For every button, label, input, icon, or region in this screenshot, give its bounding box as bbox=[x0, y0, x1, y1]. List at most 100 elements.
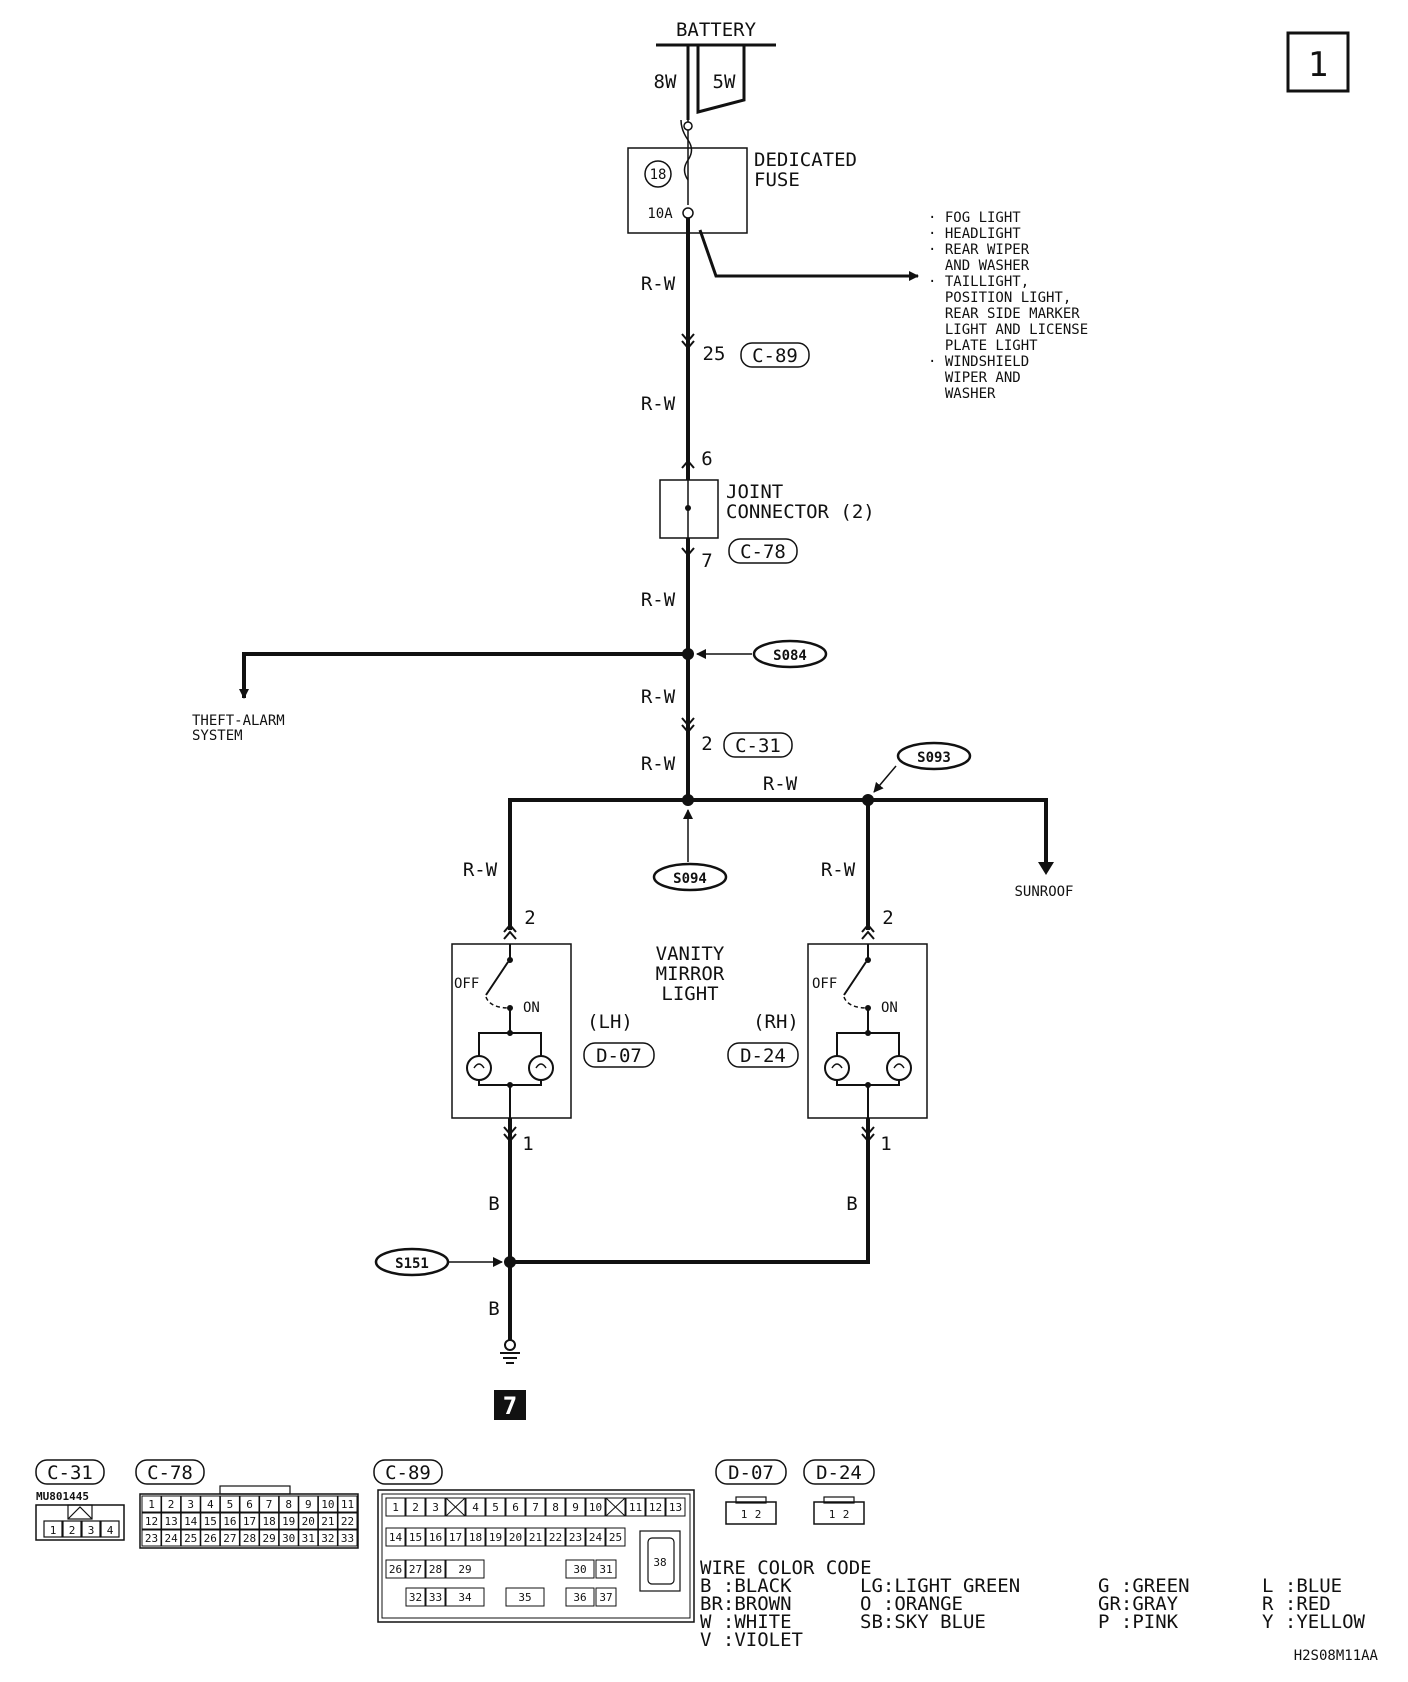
wire-rw-3: R-W bbox=[641, 589, 676, 611]
c31-tag: C-31 bbox=[723, 732, 793, 758]
c78-pin-label: 9 bbox=[305, 1498, 312, 1511]
wire-color-entry: G :GREEN bbox=[1098, 1575, 1190, 1597]
c89-tag: C-89 bbox=[740, 342, 810, 368]
c89-cell bbox=[465, 1497, 486, 1517]
wire-color-entry: R :RED bbox=[1262, 1593, 1331, 1615]
c78-pin-label: 17 bbox=[243, 1515, 256, 1528]
c89-cell bbox=[505, 1587, 545, 1607]
c89-cell bbox=[585, 1527, 606, 1547]
fuse-branch-item: · REAR WIPER bbox=[928, 242, 1030, 258]
c89-pin-label: 25 bbox=[609, 1531, 622, 1544]
fuse-branch-item: AND WASHER bbox=[928, 258, 1030, 274]
splice-s084-label: S084 bbox=[773, 648, 807, 664]
c89-cell bbox=[545, 1527, 566, 1547]
c78-cell bbox=[337, 1512, 358, 1530]
c78-pin-label: 25 bbox=[184, 1532, 197, 1545]
c78-pin-label: 2 bbox=[168, 1498, 175, 1511]
c89-cell bbox=[645, 1497, 666, 1517]
rh-switch-off: OFF bbox=[812, 976, 837, 992]
c31-pin-label: 4 bbox=[107, 1524, 114, 1537]
c78-tag-label: C-78 bbox=[740, 541, 786, 563]
theft-branch bbox=[239, 648, 752, 699]
c78-pin-label: 20 bbox=[302, 1515, 315, 1528]
c89-cell bbox=[585, 1497, 606, 1517]
c89-pin-label: 15 bbox=[409, 1531, 422, 1544]
vanity-rh-label: (RH) bbox=[753, 1011, 799, 1033]
c78-pin-label: 1 bbox=[148, 1498, 155, 1511]
c78-cell bbox=[278, 1529, 299, 1547]
wire-color-entry: L :BLUE bbox=[1262, 1575, 1342, 1597]
fuse-number: 18 bbox=[650, 167, 667, 183]
c89-pin-label: 19 bbox=[489, 1531, 502, 1544]
fuse-branch-item: PLATE LIGHT bbox=[928, 338, 1038, 354]
c31-part-number: MU801445 bbox=[36, 1490, 89, 1503]
c89-cell bbox=[565, 1559, 595, 1579]
battery: BATTERY 8W 5W bbox=[654, 19, 776, 120]
c89-cell bbox=[565, 1497, 586, 1517]
lh-pin-bottom: 1 bbox=[522, 1133, 533, 1155]
ground-symbol: 7 bbox=[494, 1339, 526, 1420]
c89-pin-label: 9 bbox=[572, 1501, 579, 1514]
connector-d24-view: D-24 1 2 bbox=[803, 1459, 875, 1525]
d07-tag-label: D-07 bbox=[596, 1045, 642, 1067]
c78-pin-label: 11 bbox=[341, 1498, 354, 1511]
ground-wires bbox=[508, 1118, 870, 1340]
c78-pin-label: 27 bbox=[223, 1532, 236, 1545]
page-number: 1 bbox=[1308, 45, 1328, 85]
c89-pin-label: 12 bbox=[649, 1501, 662, 1514]
battery-label: BATTERY bbox=[676, 19, 757, 41]
c89-cell bbox=[505, 1497, 526, 1517]
c78-cell bbox=[219, 1495, 240, 1513]
c78-cell bbox=[200, 1529, 221, 1547]
wire-b-ground: B bbox=[488, 1298, 499, 1320]
wire-rw-6: R-W bbox=[763, 773, 798, 795]
d24-pin-1: 1 bbox=[829, 1508, 836, 1521]
jc-pin-out: 7 bbox=[701, 550, 712, 572]
c31-cell bbox=[100, 1520, 120, 1538]
c78-pin-label: 32 bbox=[321, 1532, 334, 1545]
fuse-branch-item: POSITION LIGHT, bbox=[928, 290, 1071, 306]
splice-s093-label: S093 bbox=[917, 750, 951, 766]
fuse-title-1: DEDICATED bbox=[754, 149, 857, 171]
vanity-top-connectors bbox=[503, 923, 875, 940]
c78-cell bbox=[161, 1512, 182, 1530]
c78-tag: C-78 bbox=[728, 538, 798, 564]
d24-tag-label: D-24 bbox=[740, 1045, 786, 1067]
theft-label-1: THEFT-ALARM bbox=[192, 713, 285, 729]
vanity-mirror-lh: OFF ON bbox=[451, 943, 572, 1119]
c78-pin-label: 15 bbox=[204, 1515, 217, 1528]
splice-s151-label: S151 bbox=[395, 1256, 429, 1272]
fuse-branch-item: · FOG LIGHT bbox=[928, 210, 1021, 226]
c78-cell bbox=[141, 1529, 162, 1547]
wire-color-entry: BR:BROWN bbox=[700, 1593, 792, 1615]
wire-color-entry: W :WHITE bbox=[700, 1611, 792, 1633]
c89-pin-label: 27 bbox=[409, 1563, 422, 1576]
d07-tag: D-07 bbox=[583, 1042, 655, 1068]
c89-pin-label: 13 bbox=[669, 1501, 682, 1514]
c78-cell bbox=[298, 1512, 319, 1530]
c89-pin-label: 29 bbox=[458, 1563, 471, 1576]
c89-pin-label: 4 bbox=[472, 1501, 479, 1514]
c89-pin-label: 37 bbox=[599, 1591, 612, 1604]
c31-cell bbox=[62, 1520, 82, 1538]
c89-pin: 25 bbox=[703, 343, 726, 365]
page-number-box: 1 bbox=[1286, 31, 1350, 93]
fuse-branch-item: · TAILLIGHT, bbox=[928, 274, 1029, 290]
c89-pin-label: 32 bbox=[409, 1591, 422, 1604]
c89-pin-label: 1 bbox=[392, 1501, 399, 1514]
splice-s094-label: S094 bbox=[673, 871, 707, 887]
c78-pin-label: 22 bbox=[341, 1515, 354, 1528]
c78-pin-label: 4 bbox=[207, 1498, 214, 1511]
c89-tag-label: C-89 bbox=[752, 345, 798, 367]
c78-cell bbox=[219, 1512, 240, 1530]
c89-pin-label: 17 bbox=[449, 1531, 462, 1544]
c89-pin-label: 8 bbox=[552, 1501, 559, 1514]
c78-cell bbox=[141, 1495, 162, 1513]
c78-pin-label: 7 bbox=[266, 1498, 273, 1511]
c89-cell bbox=[425, 1527, 446, 1547]
c89-cell bbox=[385, 1497, 406, 1517]
c89-pin-label: 36 bbox=[573, 1591, 586, 1604]
c78-cell bbox=[259, 1495, 280, 1513]
